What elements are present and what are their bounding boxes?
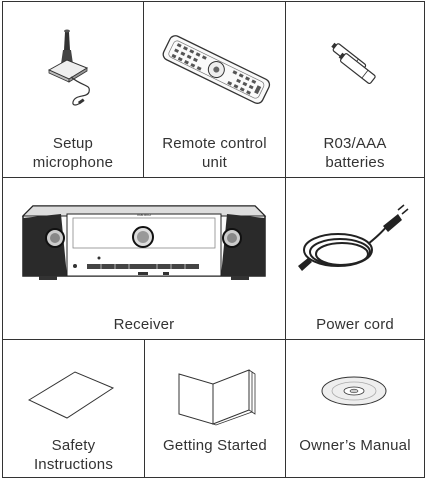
cd-icon (321, 376, 387, 406)
cell-receiver: marantz Receiver (3, 178, 285, 339)
item-label: Receiver (113, 316, 175, 333)
receiver-icon: marantz (21, 205, 267, 280)
cell-power-cord: Power cord (286, 178, 424, 339)
cell-setup-microphone: Setup microphone (3, 2, 143, 177)
cell-batteries: R03/AAA batteries (286, 2, 424, 177)
item-label: Getting Started (163, 437, 267, 454)
cell-getting-started: Getting Started (145, 340, 285, 477)
power-cord-icon (298, 204, 409, 271)
item-label: Owner’s Manual (299, 437, 411, 454)
item-label: Setup microphone (32, 135, 114, 171)
item-label: R03/AAA batteries (323, 135, 387, 171)
divider (285, 2, 286, 477)
safety-sheet-icon (27, 371, 115, 419)
cell-owners-manual: Owner’s Manual (286, 340, 424, 477)
booklet-icon (178, 369, 256, 426)
item-label: Remote control unit (162, 135, 267, 171)
divider (143, 2, 144, 177)
microphone-icon (47, 29, 90, 106)
cell-safety-instructions: Safety Instructions (3, 340, 144, 477)
batteries-icon (331, 42, 376, 85)
brand-logo: marantz (137, 212, 151, 217)
divider (144, 340, 145, 477)
divider (3, 177, 424, 178)
cell-remote-control: Remote control unit (144, 2, 285, 177)
remote-control-icon (162, 35, 271, 104)
divider (3, 339, 424, 340)
item-label: Power cord (316, 316, 394, 333)
item-label: Safety Instructions (33, 437, 114, 473)
